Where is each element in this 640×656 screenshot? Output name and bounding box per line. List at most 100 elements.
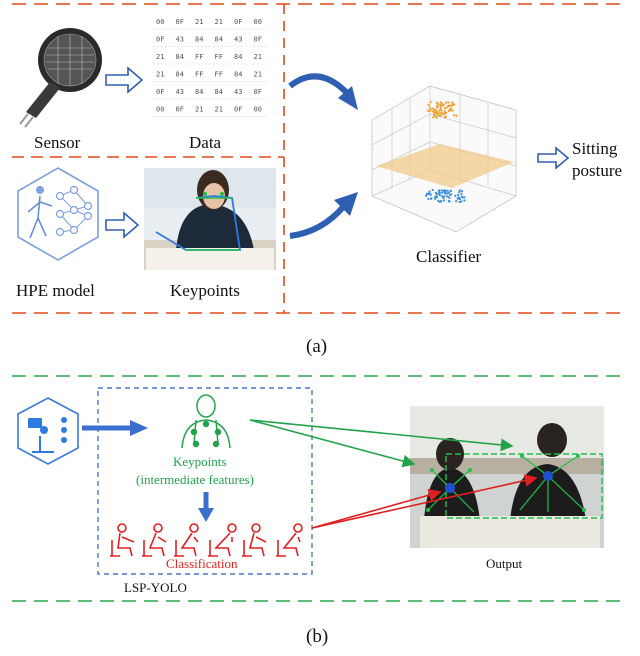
data-cell: 00 [254,106,262,114]
cluster-point-lower [461,196,464,199]
cluster-point-lower [454,194,457,198]
classification-to-output-arrow-1 [311,474,538,529]
data-cell: 0F [254,88,262,96]
cluster-point-lower [424,194,428,197]
cluster-point-upper [439,101,442,104]
cluster-point-upper [447,105,450,108]
cluster-point-upper [441,104,444,107]
cluster-point-upper [436,106,439,109]
data-cell: 21 [254,71,262,79]
data-cell: 43 [176,88,184,96]
cluster-point-upper [437,103,440,106]
data-cell: 84 [176,71,184,79]
cluster-point-lower [434,195,437,198]
data-cell: 21 [215,106,223,114]
cluster-point-lower [455,199,458,203]
cluster-point-lower [444,192,447,195]
cluster-point-upper [440,114,443,117]
cluster-point-lower [442,196,445,200]
cluster-point-upper [439,105,442,108]
cluster-point-lower [458,200,461,204]
data-cell: 84 [234,53,242,61]
posture-icon [276,523,303,557]
data-cell: 84 [195,36,203,44]
panel-a-caption: (a) [306,336,327,357]
cluster-point-lower [434,191,438,195]
cluster-point-lower [446,189,449,192]
cluster-point-upper [445,106,448,109]
lsp-yolo-box [97,387,313,575]
decision-plane [376,144,514,188]
posture-icon [208,523,237,557]
data-cell: 0F [176,18,184,26]
cluster-point-upper [451,109,454,112]
panel-b-caption: (b) [306,626,328,647]
cluster-point-upper [429,108,432,111]
data-cell: 84 [195,88,203,96]
data-cell: 84 [234,71,242,79]
data-cell: 0F [156,36,164,44]
cluster-point-lower [463,196,466,199]
cluster-point-lower [442,199,446,202]
cluster-point-upper [449,108,452,112]
data-cell: 21 [215,18,223,26]
data-cell: 84 [215,36,223,44]
panel-b: LSP-YOLO Keypoints (intermediate feature… [12,375,628,647]
cluster-point-lower [438,192,441,196]
cluster-point-lower [449,189,452,192]
data-cell: 43 [234,36,242,44]
sitting-posture-label-line1: Sitting [572,139,618,158]
cluster-point-upper [435,116,438,119]
cluster-point-upper [439,107,442,110]
sensor-label: Sensor [34,133,81,152]
cluster-point-upper [435,101,438,104]
cluster-point-upper [443,107,446,110]
cluster-point-lower [430,197,433,200]
cluster-point-lower [441,191,444,194]
data-cell: 21 [156,53,164,61]
data-cell: FF [195,71,203,79]
classification-label: Classification [166,556,238,571]
cluster-point-upper [444,101,448,104]
hpe-model-label: HPE model [16,281,95,300]
cluster-point-lower [437,199,440,202]
data-cell: 0F [234,106,242,114]
data-cell: 21 [254,53,262,61]
posture-icon [242,523,267,557]
data-cell: 21 [156,71,164,79]
upper-cluster [426,100,458,119]
data-cell: 0F [176,106,184,114]
cluster-point-lower [440,189,443,192]
cluster-point-lower [431,188,434,192]
sensor-icon [19,28,102,128]
cluster-point-upper [431,110,435,113]
hpe-model-icon [17,167,99,261]
cluster-point-lower [438,200,441,203]
cluster-point-upper [453,114,456,117]
cluster-point-upper [453,103,456,106]
cluster-point-lower [463,199,466,202]
sitting-posture-label-line2: posture [572,161,622,180]
keypoints-to-output-arrow-1 [249,419,514,452]
data-cell: 43 [234,88,242,96]
cluster-point-lower [437,190,440,194]
cluster-point-lower [458,197,462,201]
classifier-label: Classifier [416,247,481,266]
cluster-point-upper [433,114,436,118]
cluster-point-lower [428,192,431,195]
cluster-point-upper [436,113,439,116]
data-cell: 00 [156,18,164,26]
lsp-yolo-label: LSP-YOLO [124,580,187,595]
cluster-point-lower [448,196,451,200]
sensor-to-data-arrow [105,66,144,94]
cluster-point-upper [451,103,454,106]
data-cell: FF [215,71,223,79]
keypoints-label: Keypoints [173,454,226,469]
cluster-point-upper [451,101,454,104]
data-cell: 21 [195,106,203,114]
cluster-point-upper [431,116,435,119]
data-cell: 21 [195,18,203,26]
output-photo [410,406,604,548]
cluster-point-upper [447,101,450,104]
